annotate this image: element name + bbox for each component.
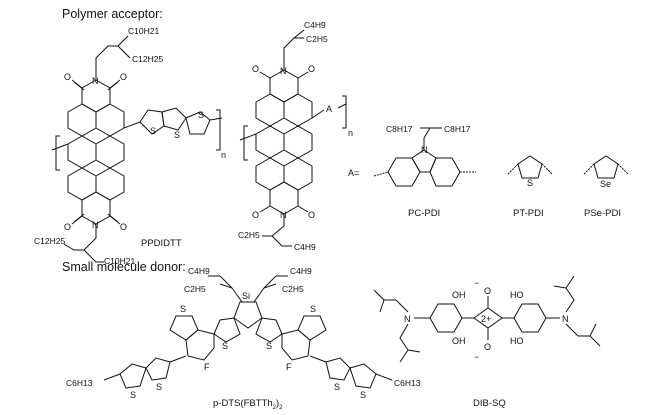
c4h9-label: C4H9: [304, 20, 326, 30]
pdi-a-structure: [239, 29, 347, 247]
atom-s: S: [334, 382, 340, 392]
atom-n: N: [280, 210, 287, 220]
c4h9-label: C4H9: [294, 242, 316, 252]
atom-o: O: [252, 64, 259, 74]
atom-s: S: [310, 304, 316, 314]
atom-oh: OH: [452, 290, 466, 300]
c8h17-label: C8H17: [444, 124, 471, 134]
c10h21-label: C10H21: [104, 256, 135, 266]
atom-o: O: [308, 210, 315, 220]
repeat-n: n: [221, 150, 226, 160]
atom-n: N: [562, 314, 569, 324]
atom-o: O: [120, 222, 127, 232]
atom-o: O: [484, 342, 491, 352]
minus-sign: −: [474, 352, 479, 362]
carbazole-structure: [373, 127, 476, 187]
atom-s: S: [222, 341, 228, 351]
atom-n: N: [92, 76, 99, 86]
c12h25-label: C12H25: [34, 236, 65, 246]
donor-heading: Small molecule donor:: [62, 260, 186, 274]
c2h5-label: C2H5: [306, 34, 328, 44]
atom-si: Si: [242, 291, 250, 301]
acceptor-heading: Polymer acceptor:: [62, 7, 163, 21]
atom-oh: OH: [452, 336, 466, 346]
atom-s: S: [130, 390, 136, 400]
selenophene-structure: [583, 155, 629, 179]
c2h5-label: C2H5: [282, 284, 304, 294]
c6h13-label: C6H13: [394, 378, 421, 388]
c2h5-label: C2H5: [238, 230, 260, 240]
pdts-label-main: p-DTS(FBTTh: [213, 398, 273, 409]
atom-s: S: [180, 304, 186, 314]
atom-f: F: [286, 362, 292, 372]
atom-n: N: [92, 220, 99, 230]
atom-s: S: [198, 110, 204, 120]
atom-s: S: [156, 382, 162, 392]
atom-a: A: [326, 104, 332, 114]
atom-s: S: [266, 341, 272, 351]
thiophene-structure: [507, 155, 553, 179]
pdts-label-sub: 2: [272, 404, 276, 411]
c8h17-label: C8H17: [386, 124, 413, 134]
atom-o: O: [308, 64, 315, 74]
c6h13-label: C6H13: [66, 378, 93, 388]
atom-se: Se: [600, 179, 611, 189]
ppdidtt-label: PPDIDTT: [141, 238, 182, 249]
c2h5-label: C2H5: [184, 284, 206, 294]
c12h25-label: C12H25: [132, 54, 163, 64]
pdts-label: p-DTS(FBTTh2)2: [213, 398, 283, 411]
atom-o: O: [484, 286, 491, 296]
c10h21-label: C10H21: [128, 26, 159, 36]
atom-s: S: [150, 126, 156, 136]
atom-n: N: [421, 145, 428, 155]
atom-s: S: [174, 130, 180, 140]
pse-pdi-label: PSe-PDI: [584, 208, 621, 219]
c4h9-label: C4H9: [290, 266, 312, 276]
atom-n: N: [404, 314, 411, 324]
repeat-n: n: [348, 128, 353, 138]
atom-s: S: [527, 178, 533, 188]
atom-oh: HO: [510, 290, 524, 300]
atom-n: N: [280, 66, 287, 76]
pt-pdi-label: PT-PDI: [513, 208, 544, 219]
minus-sign: −: [474, 278, 479, 288]
pdts-label-end: ): [275, 398, 280, 409]
atom-o: O: [64, 72, 71, 82]
dib-sq-structure: [373, 275, 601, 363]
atom-oh: HO: [510, 336, 524, 346]
pc-pdi-label: PC-PDI: [408, 208, 441, 219]
dib-sq-label: DIB-SQ: [473, 398, 506, 409]
atom-o: O: [120, 72, 127, 82]
atom-f: F: [204, 362, 210, 372]
atom-s: S: [360, 390, 366, 400]
charge-label: 2+: [481, 314, 491, 324]
atom-o: O: [64, 222, 71, 232]
atom-o: O: [252, 210, 259, 220]
pdts-label-sub2: 2: [279, 404, 283, 411]
ppdidtt-structure: [51, 35, 223, 263]
pdts-structure: [103, 275, 393, 389]
c4h9-label: C4H9: [188, 266, 210, 276]
a-equals: A=: [348, 168, 359, 178]
